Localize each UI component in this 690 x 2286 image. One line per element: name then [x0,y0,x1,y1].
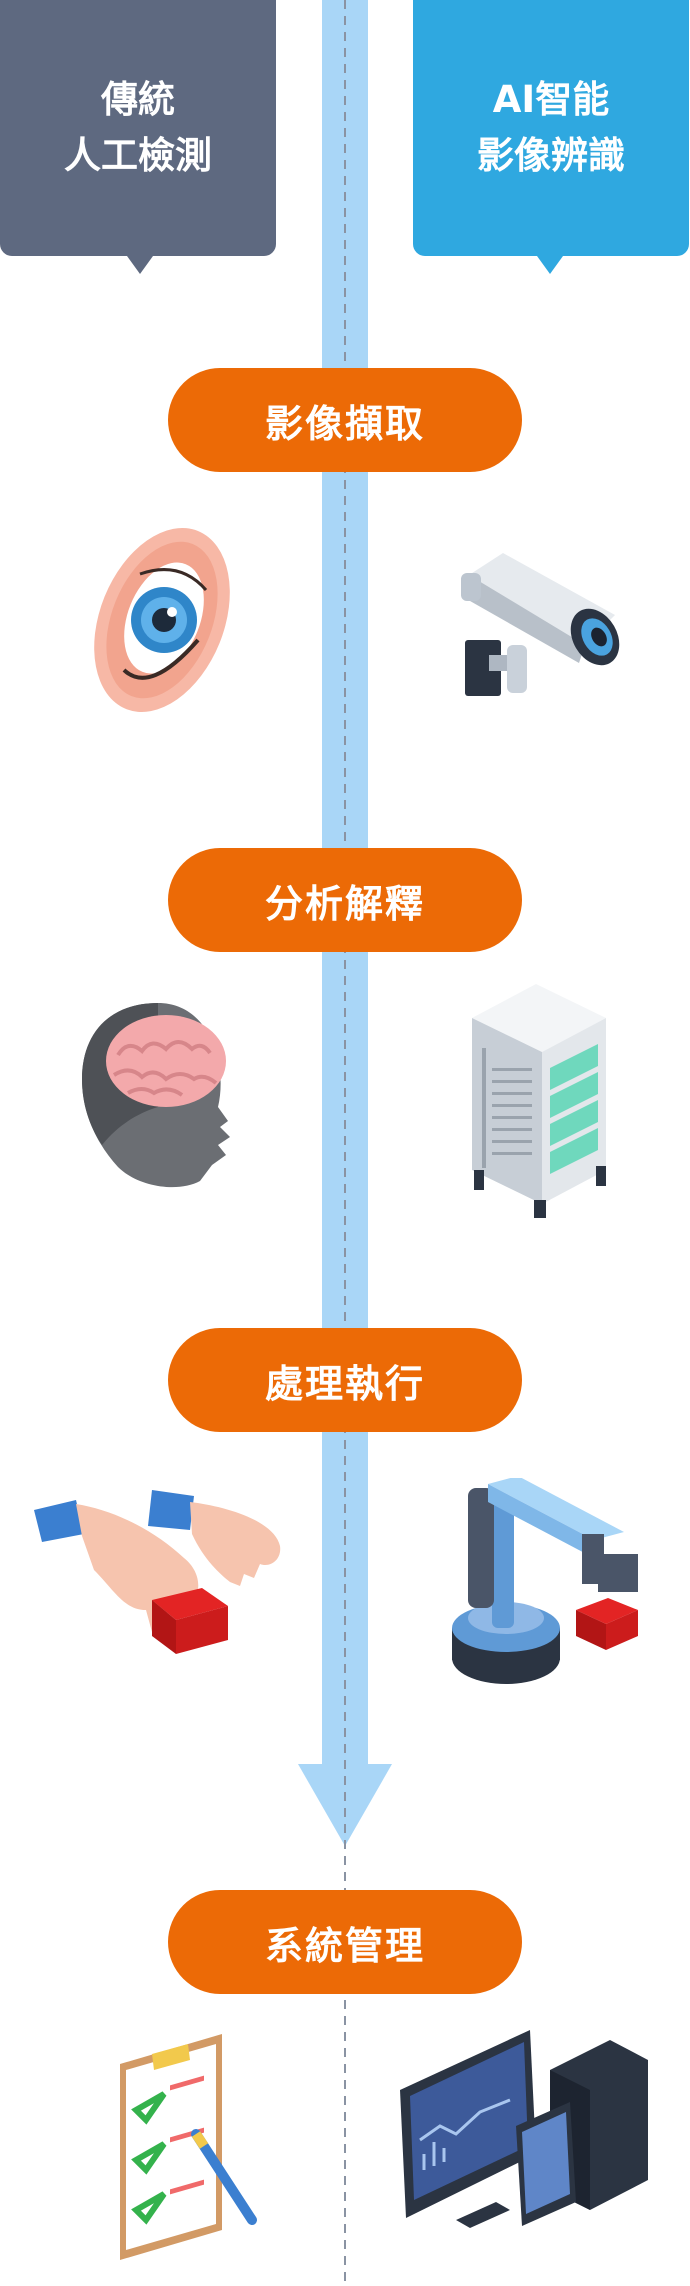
eye-icon [94,528,230,712]
stage-pill-capture: 影像擷取 [168,368,522,472]
left-bubble-tail [127,256,153,274]
checklist-clipboard-icon [120,2034,257,2260]
stage-pill-management: 系統管理 [168,1890,522,1994]
ai-recognition-header: AI智能 影像辨識 [413,0,689,256]
security-camera-icon [461,553,620,696]
header-left-line1: 傳統 [101,78,175,121]
right-bubble-tail [537,256,563,274]
server-rack-icon [472,984,606,1218]
header-left-line2: 人工檢測 [64,134,212,177]
stage-pill-analysis: 分析解釋 [168,848,522,952]
brain-head-icon [82,1003,230,1188]
header-right-line2: 影像辨識 [477,134,625,177]
header-right-line1: AI智能 [492,78,610,121]
robot-arm-icon [452,1478,638,1684]
traditional-inspection-header: 傳統 人工檢測 [0,0,276,256]
computer-monitor-icon [400,2030,648,2228]
hands-block-icon [34,1490,281,1654]
stage-pill-execution: 處理執行 [168,1328,522,1432]
